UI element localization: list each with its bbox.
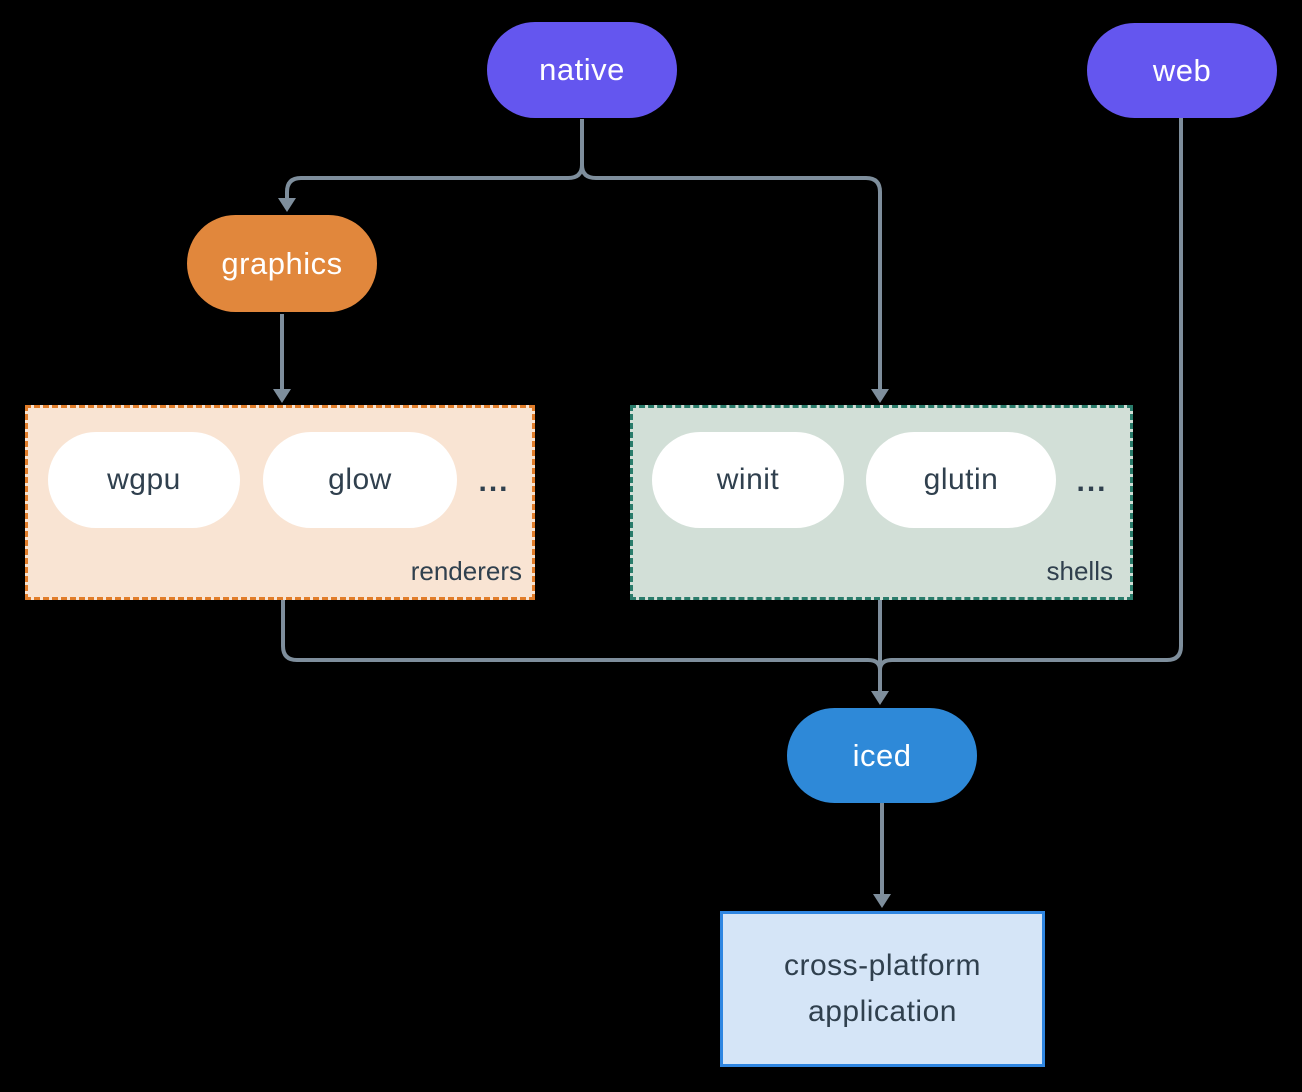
pill-winit: winit	[652, 432, 844, 528]
pill-glutin: glutin	[866, 432, 1056, 528]
app-box-line2: application	[808, 995, 957, 1028]
shells-label: shells	[1046, 556, 1113, 586]
arrowhead-into-shells	[871, 389, 889, 403]
pill-glow: glow	[263, 432, 457, 528]
node-graphics: graphics	[187, 215, 377, 312]
edge-native-graphics	[285, 119, 584, 198]
node-iced: iced	[787, 708, 977, 803]
node-native: native	[487, 22, 677, 118]
node-web: web	[1087, 23, 1277, 118]
arrowhead-into-app	[873, 894, 891, 908]
renderers-ellipsis: ...	[478, 465, 510, 498]
edge-native-shells	[580, 119, 882, 389]
edge-renderers-merge	[281, 599, 882, 671]
arrowhead-into-graphics	[278, 198, 296, 212]
arrowhead-into-renderers	[273, 389, 291, 403]
shells-ellipsis: ...	[1076, 465, 1108, 498]
renderers-label: renderers	[410, 556, 522, 586]
app-box-line1: cross-platform	[783, 949, 982, 982]
arrowhead-into-iced	[871, 691, 889, 705]
app-box: cross-platform application	[720, 911, 1045, 1067]
pill-wgpu: wgpu	[48, 432, 240, 528]
